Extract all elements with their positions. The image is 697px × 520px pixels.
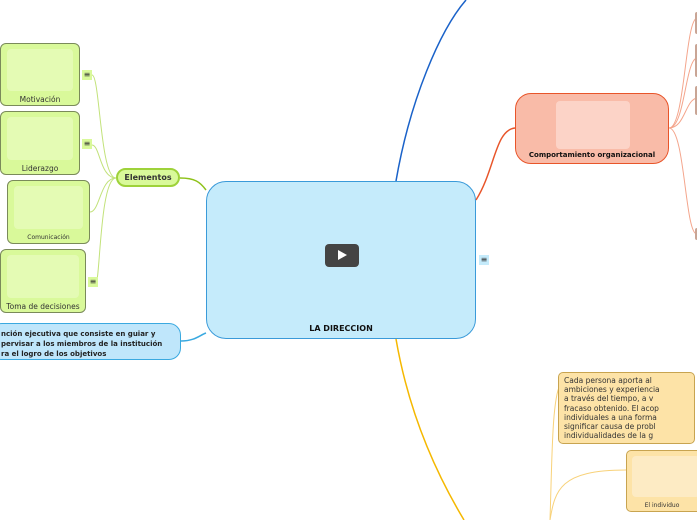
play-icon[interactable]: [325, 244, 359, 267]
node-individuo-text[interactable]: Cada persona aporta al ambiciones y expe…: [558, 372, 695, 444]
node-definicion[interactable]: nción ejecutiva que consiste en guiar y …: [0, 323, 181, 360]
text-line: ambiciones y experiencia: [564, 385, 660, 395]
node-image-area: [556, 101, 630, 149]
node-label: Motivación: [19, 95, 61, 104]
central-title: LA DIRECCION: [309, 324, 373, 333]
node-toma-de-decisiones[interactable]: Toma de decisiones: [0, 249, 86, 313]
text-line: Cada persona aporta al: [564, 376, 652, 385]
child-node-stub[interactable]: [695, 228, 697, 240]
node-comunicacion[interactable]: Comunicación: [7, 180, 90, 244]
child-node-stub[interactable]: [695, 12, 697, 34]
definition-line: nción ejecutiva que consiste en guiar y: [1, 330, 156, 338]
node-label: Liderazgo: [21, 164, 59, 173]
text-line: individualidades de la g: [564, 431, 654, 441]
note-icon[interactable]: ≡: [82, 70, 92, 80]
node-label: El individuo: [644, 502, 680, 509]
child-node-stub[interactable]: [695, 44, 697, 77]
node-label: Toma de decisiones: [6, 302, 80, 311]
text-line: individuales a una forma: [564, 412, 657, 422]
text-line: fracaso obtenido. El acop: [564, 403, 659, 413]
child-node-stub[interactable]: [695, 86, 697, 115]
node-el-individuo[interactable]: El individuo: [626, 450, 697, 512]
definition-line: ra el logro de los objetivos: [1, 350, 107, 358]
node-image-area: [632, 456, 697, 497]
node-comportamiento[interactable]: Comportamiento organizacional: [515, 93, 669, 164]
note-icon[interactable]: ≡: [82, 139, 92, 149]
note-icon[interactable]: ≡: [479, 255, 489, 265]
text-line: significar causa de probl: [564, 422, 656, 432]
node-motivacion[interactable]: Motivación: [0, 43, 80, 106]
node-label: Comunicación: [27, 234, 70, 241]
node-liderazgo[interactable]: Liderazgo: [0, 111, 80, 175]
node-label: Comportamiento organizacional: [528, 151, 656, 159]
note-icon[interactable]: ≡: [88, 277, 98, 287]
node-elementos[interactable]: Elementos: [116, 168, 180, 187]
text-line: a través del tiempo, a v: [564, 394, 654, 404]
definition-line: pervisar a los miembros de la institució…: [1, 340, 163, 348]
central-node[interactable]: LA DIRECCION: [206, 181, 476, 339]
